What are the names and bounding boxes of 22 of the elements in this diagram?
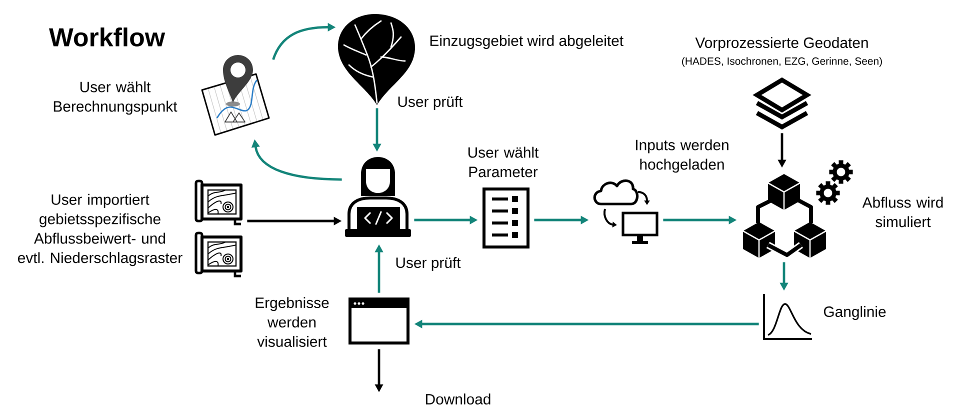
node-label: Abfluss wird simuliert <box>862 196 943 228</box>
node-label: User wählt Parameter <box>468 146 539 178</box>
cubes-gears-icon <box>742 160 853 259</box>
node-label: Ganglinie <box>824 306 886 320</box>
edge-label: User prüft <box>394 256 462 272</box>
label: Download <box>426 394 490 404</box>
checklist-icon <box>482 188 530 248</box>
edge-label: User prüft <box>396 94 464 112</box>
node-label: Einzugsgebiet wird abgeleitet <box>430 35 624 49</box>
node-label: (HADES, Isochronen, EZG, Gerinne, Seen) <box>682 57 882 67</box>
curve-chart-icon <box>763 294 812 340</box>
node-label: User wählt Berechnungspunkt <box>54 81 178 115</box>
map-scroll-icon <box>194 180 242 278</box>
title: Workflow <box>49 28 166 47</box>
browser-window-icon <box>348 298 410 344</box>
node-label: Inputs werden hochgeladen <box>636 139 728 173</box>
node-label: User importiert gebietsspezifische Abflussbeiwert- und evtl. Niederschlagsraster <box>18 194 182 266</box>
node-label: Ergebnisse werden visualisiert <box>256 297 329 347</box>
map-pin-icon <box>201 55 270 136</box>
cloud-sync-icon <box>593 179 658 244</box>
node-label: Vorprozessierte Geodaten <box>695 37 868 51</box>
person-laptop-icon <box>345 157 411 237</box>
